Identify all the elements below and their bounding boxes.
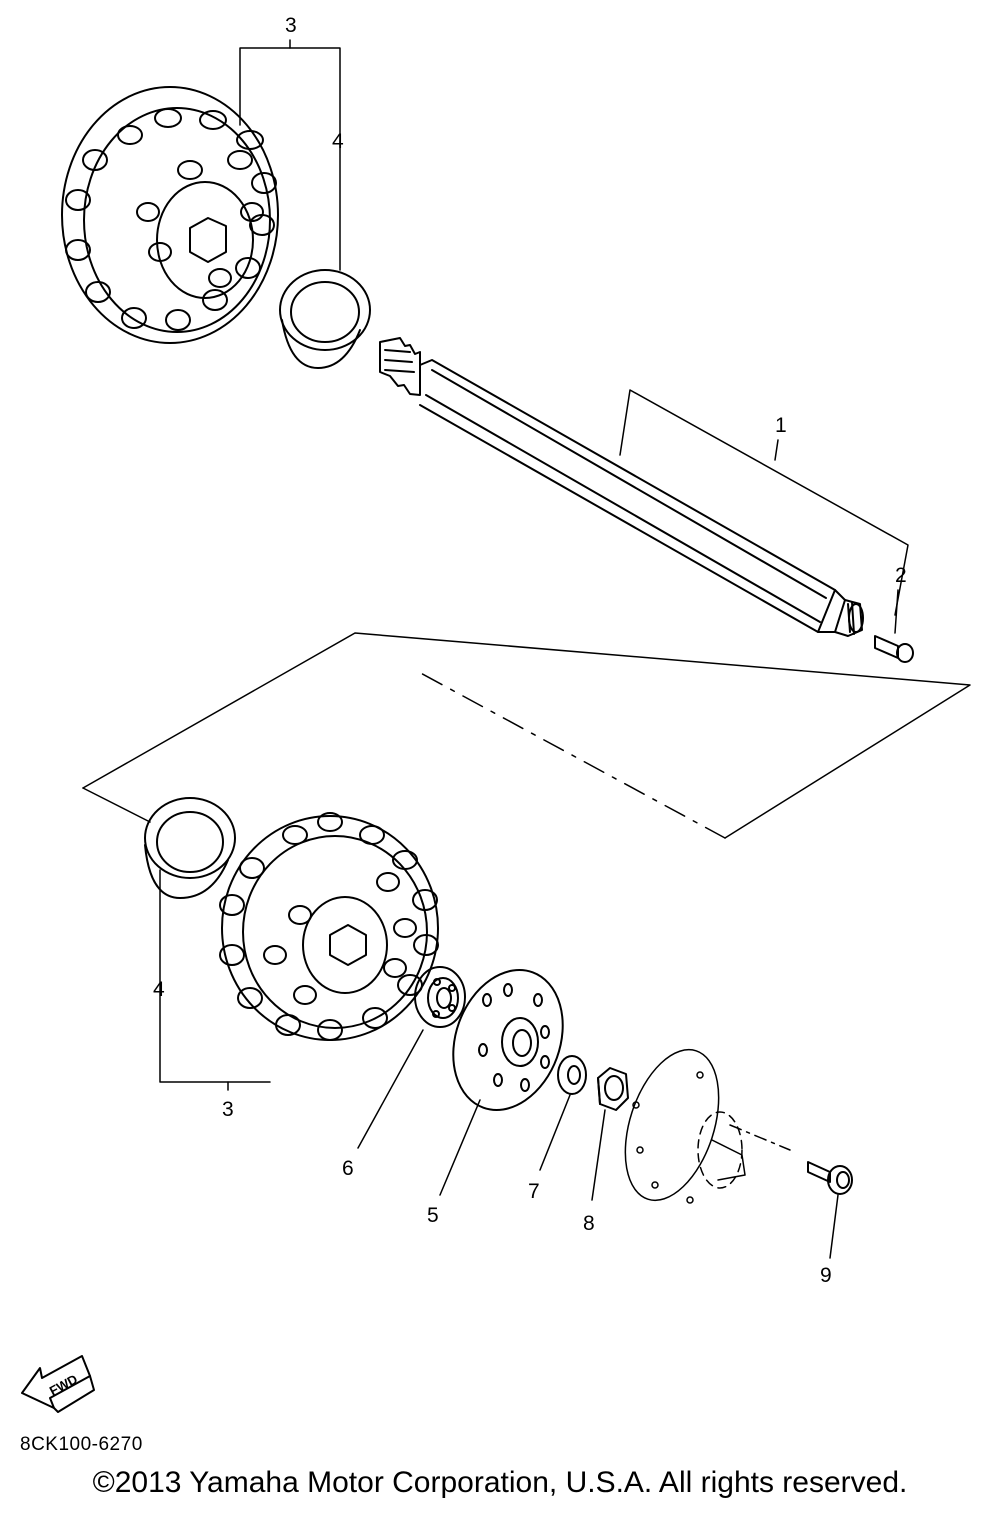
spacer-collar-bottom — [144, 797, 236, 899]
callout-4-top: 4 — [332, 130, 344, 153]
callout-3-bottom: 3 — [222, 1098, 234, 1121]
callout-1: 1 — [775, 414, 787, 437]
sprocket-top — [61, 86, 279, 344]
callout-9: 9 — [820, 1264, 832, 1287]
drive-shaft — [379, 337, 864, 637]
diagram-part-code: 8CK100-6270 — [20, 1434, 143, 1455]
fwd-arrow-icon: FWD — [21, 1355, 95, 1413]
callout-8: 8 — [583, 1212, 595, 1235]
flange-plate — [452, 969, 564, 1111]
sprocket-bottom — [219, 812, 439, 1041]
copyright-notice: ©2013 Yamaha Motor Corporation, U.S.A. A… — [92, 1466, 908, 1499]
bearing — [414, 966, 466, 1028]
screw — [874, 635, 914, 663]
callout-3-top: 3 — [285, 14, 297, 37]
callout-5: 5 — [427, 1204, 439, 1227]
callout-6: 6 — [342, 1157, 354, 1180]
nut — [597, 1067, 629, 1111]
callout-leaders — [159, 39, 899, 1259]
wheel-hub-reference — [624, 1048, 791, 1204]
washer — [557, 1055, 587, 1095]
bolt — [807, 1161, 853, 1195]
assembly-outline — [82, 632, 971, 839]
callout-4-bottom: 4 — [153, 978, 165, 1001]
callout-7: 7 — [528, 1180, 540, 1203]
bracket-callout-1 — [619, 389, 909, 616]
spacer-collar-top — [279, 269, 371, 369]
callout-2: 2 — [895, 564, 907, 587]
